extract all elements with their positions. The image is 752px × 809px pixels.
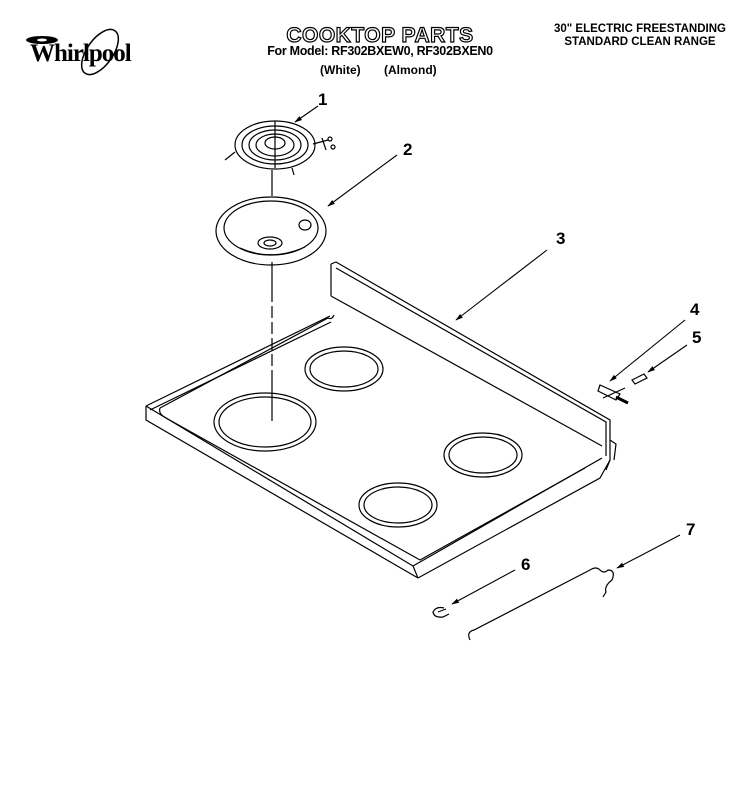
terminal-block-part[interactable] [597,384,629,405]
callout-1: 1 [318,90,328,109]
variant-almond: (Almond) [384,63,437,77]
leader-arrow-2 [327,154,398,207]
logo-swirl-icon [26,28,120,76]
clip-part[interactable] [432,606,450,618]
model-line: For Model: RF302BXEW0, RF302BXEN0 [267,44,493,58]
whirlpool-logo: Whirlpool [22,26,147,76]
callout-3: 3 [556,229,566,248]
cooktop-part[interactable] [145,261,617,579]
color-variants: (White) (Almond) [320,63,457,77]
surface-element-part[interactable] [224,120,336,176]
leader-arrow-4 [609,319,686,382]
leader-arrow-3 [455,249,548,321]
page-title: COOKTOP PARTS [286,23,474,47]
subtitle-line-2: STANDARD CLEAN RANGE [564,36,716,48]
callout-6: 6 [521,555,531,574]
callout-7: 7 [686,520,696,539]
screw-part[interactable] [631,373,648,385]
callout-5: 5 [692,328,702,347]
leader-arrow-6 [451,569,516,605]
leader-arrow-5 [647,344,688,373]
callout-2: 2 [403,140,413,159]
range-description: 30" ELECTRIC FREESTANDING STANDARD CLEAN… [540,23,740,49]
subtitle-line-1: 30" ELECTRIC FREESTANDING [553,23,726,35]
leader-arrow-7 [616,534,681,569]
drip-bowl-part[interactable] [215,196,327,266]
brand-name: Whirlpool [30,40,132,67]
variant-white: (White) [320,63,361,77]
leader-arrow-1 [294,105,319,123]
callout-4: 4 [690,300,700,319]
support-rod-part[interactable] [468,567,614,641]
